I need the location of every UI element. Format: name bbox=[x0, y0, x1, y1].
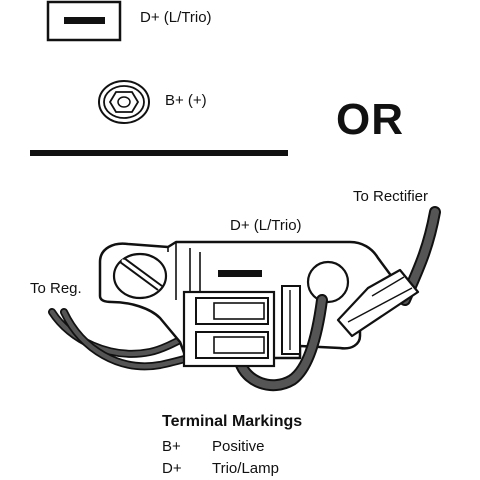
d-plus-marking-bar bbox=[218, 270, 262, 277]
legend-description: Positive bbox=[212, 438, 265, 455]
spade-connector-block bbox=[182, 285, 301, 368]
or-separator-text: OR bbox=[336, 95, 404, 144]
separator-line bbox=[30, 150, 288, 156]
to-regulator-label: To Reg. bbox=[30, 280, 82, 297]
legend-code: D+ bbox=[162, 460, 182, 477]
rectifier-connector bbox=[336, 268, 420, 338]
terminal-wire bbox=[236, 296, 326, 390]
b-plus-terminal-label: B+ (+) bbox=[165, 92, 207, 109]
legend-title: Terminal Markings bbox=[162, 413, 303, 430]
mounting-screw bbox=[112, 252, 168, 300]
to-rectifier-label: To Rectifier bbox=[353, 188, 429, 205]
d-plus-terminal-symbol bbox=[46, 0, 122, 42]
b-plus-terminal-symbol bbox=[98, 80, 150, 124]
d-plus-terminal-label: D+ (L/Trio) bbox=[140, 9, 212, 26]
d-plus-connector-label: D+ (L/Trio) bbox=[230, 217, 302, 234]
round-terminal bbox=[306, 260, 350, 304]
legend-description: Trio/Lamp bbox=[212, 460, 279, 477]
legend-code: B+ bbox=[162, 438, 181, 455]
